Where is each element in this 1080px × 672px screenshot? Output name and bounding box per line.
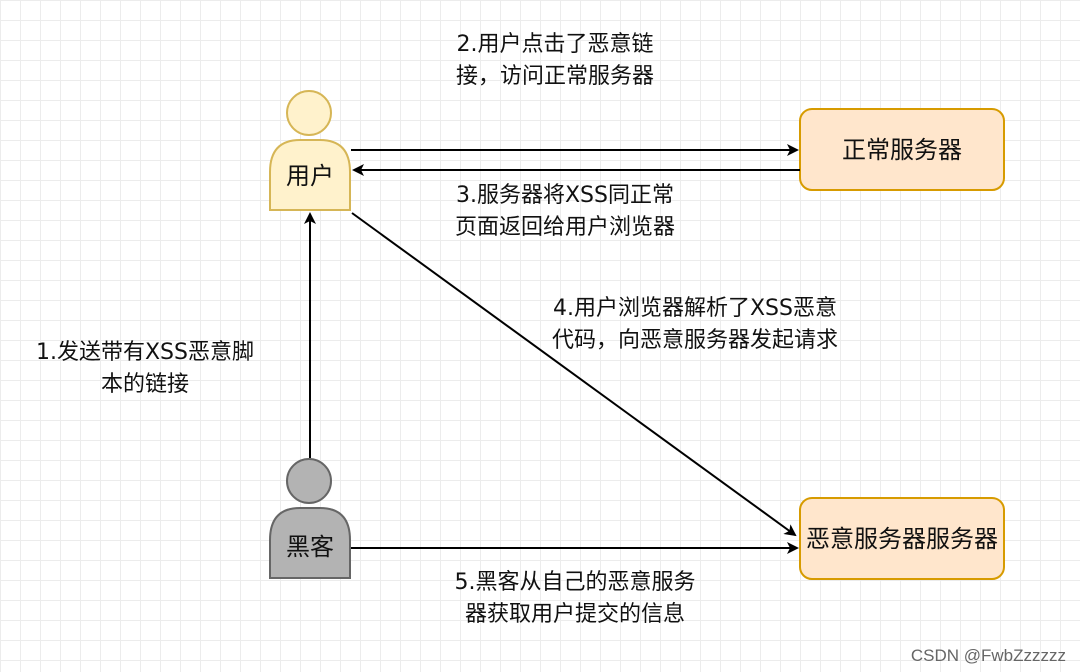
step2-line2: 接，访问正常服务器 [455,64,654,89]
step4-line1: 4.用户浏览器解析了XSS恶意 [553,296,837,321]
step4-line2: 代码，向恶意服务器发起请求 [551,328,838,353]
csdn-watermark: CSDN @FwbZzzzzz [910,646,1066,665]
step5-label: 5.黑客从自己的恶意服务 器获取用户提交的信息 [430,567,720,631]
hacker-body-shape [269,507,351,579]
step4-label: 4.用户浏览器解析了XSS恶意 代码，向恶意服务器发起请求 [520,293,870,357]
user-label: 用户 [286,162,334,190]
user-actor [269,90,351,211]
step3-label: 3.服务器将XSS同正常 页面返回给用户浏览器 [430,180,700,244]
step1-line2: 本的链接 [100,372,189,397]
step3-line2: 页面返回给用户浏览器 [454,215,675,240]
hacker-label: 黑客 [286,533,334,561]
user-body-shape [269,139,351,211]
step1-line1: 1.发送带有XSS恶意脚 [36,340,254,365]
step5-line2: 器获取用户提交的信息 [464,602,685,627]
malicious-server-label: 恶意服务器服务器 [806,525,998,553]
normal-server-label: 正常服务器 [842,136,962,164]
hacker-actor [269,458,351,579]
hacker-head-shape [286,458,332,504]
arrow-step4-user-to-malicious-server [351,212,797,537]
step5-line1: 5.黑客从自己的恶意服务 [454,570,696,595]
step2-line1: 2.用户点击了恶意链 [456,32,654,57]
step1-label: 1.发送带有XSS恶意脚 本的链接 [20,337,270,401]
user-head-shape [286,90,332,136]
step3-line1: 3.服务器将XSS同正常 [456,183,674,208]
normal-server-box [799,108,1005,191]
step2-label: 2.用户点击了恶意链 接，访问正常服务器 [425,29,685,93]
malicious-server-box [799,497,1005,580]
